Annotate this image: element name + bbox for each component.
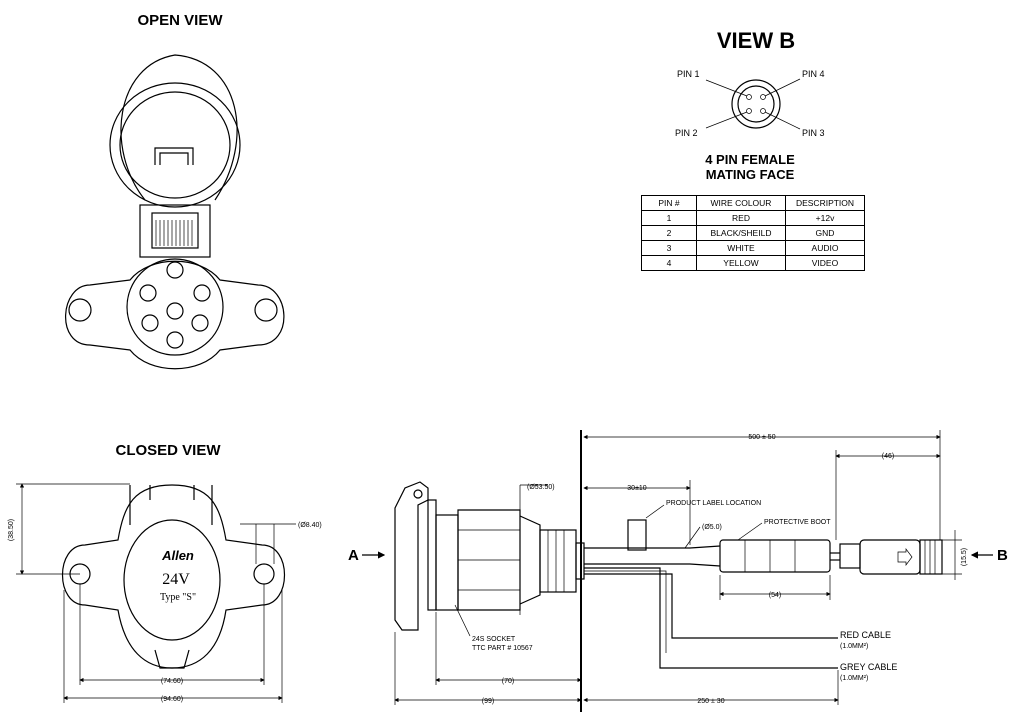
table-cell: BLACK/SHEILD: [696, 225, 786, 241]
product-label-location-note: PRODUCT LABEL LOCATION: [666, 500, 761, 507]
pin-3-label: PIN 3: [802, 128, 825, 138]
dim-outer: (94.60): [161, 696, 183, 703]
table-cell: 2: [641, 225, 697, 241]
voltage-text: 24V: [162, 571, 190, 588]
table-cell: +12v: [785, 210, 865, 226]
table-cell: 3: [641, 240, 697, 256]
arrow-b-label: B: [997, 547, 1008, 564]
table-cell: YELLOW: [696, 255, 786, 271]
dim-250: 250 ± 30: [697, 698, 724, 705]
protective-boot-note: PROTECTIVE BOOT: [764, 519, 831, 526]
table-row: 4 YELLOW VIDEO: [641, 255, 865, 271]
table-cell: 4: [641, 255, 697, 271]
closed-view-dimension-lines: [16, 483, 296, 703]
dim-total-length: 500 ± 50: [748, 434, 775, 441]
dim-46: (46): [882, 453, 894, 460]
arrow-a-label: A: [348, 547, 359, 564]
table-row: 2 BLACK/SHEILD GND: [641, 225, 865, 241]
red-cable-label: RED CABLE: [840, 630, 891, 640]
dim-height: (38.50): [8, 519, 15, 541]
mating-face-caption-2: MATING FACE: [706, 167, 795, 182]
pin-table-header-description: DESCRIPTION: [785, 195, 865, 211]
dim-cable-diameter: (Ø5.0): [702, 524, 722, 531]
dim-diameter: (Ø53.50): [527, 484, 555, 491]
grey-cable-size: (1.0MM²): [840, 675, 868, 682]
grey-cable-label: GREY CABLE: [840, 662, 897, 672]
dim-54: (54): [769, 592, 781, 599]
open-view-socket-drawing: [65, 54, 285, 370]
mating-face-caption-1: 4 PIN FEMALE: [705, 152, 795, 167]
table-cell: 1: [641, 210, 697, 226]
dim-70: (70): [502, 678, 514, 685]
table-cell: AUDIO: [785, 240, 865, 256]
pin-4-label: PIN 4: [802, 69, 825, 79]
pin-table-header-row: PIN # WIRE COLOUR DESCRIPTION: [641, 195, 865, 211]
table-cell: WHITE: [696, 240, 786, 256]
dim-hole: (Ø8.40): [298, 522, 322, 529]
side-view-cable: [584, 519, 943, 669]
view-b-pin-face: [705, 78, 801, 130]
dim-inner: (74.60): [161, 678, 183, 685]
pin-table-header-colour: WIRE COLOUR: [696, 195, 786, 211]
open-view-title: OPEN VIEW: [137, 12, 223, 29]
view-b-title: VIEW B: [717, 28, 795, 53]
closed-view-title: CLOSED VIEW: [115, 442, 221, 459]
side-view-dimension-lines: [394, 430, 962, 705]
table-cell: VIDEO: [785, 255, 865, 271]
socket-note-1: 24S SOCKET: [472, 636, 516, 643]
red-cable-size: (1.0MM²): [840, 643, 868, 650]
dim-99: (99): [482, 698, 494, 705]
dim-15: (15.5): [961, 548, 968, 566]
pin-table-header-pin: PIN #: [641, 195, 697, 211]
table-cell: RED: [696, 210, 786, 226]
table-row: 3 WHITE AUDIO: [641, 240, 865, 256]
dim-30: 30±10: [627, 485, 647, 492]
pin-2-label: PIN 2: [675, 128, 698, 138]
table-row: 1 RED +12v: [641, 210, 865, 226]
pin-table: PIN # WIRE COLOUR DESCRIPTION 1 RED +12v…: [641, 195, 865, 271]
side-view-socket-assembly: [394, 481, 585, 631]
type-text: Type "S": [160, 592, 196, 603]
table-cell: GND: [785, 225, 865, 241]
socket-note-2: TTC PART # 10567: [472, 645, 533, 652]
pin-1-label: PIN 1: [677, 69, 700, 79]
brand-logo-text: Allen: [161, 548, 194, 563]
